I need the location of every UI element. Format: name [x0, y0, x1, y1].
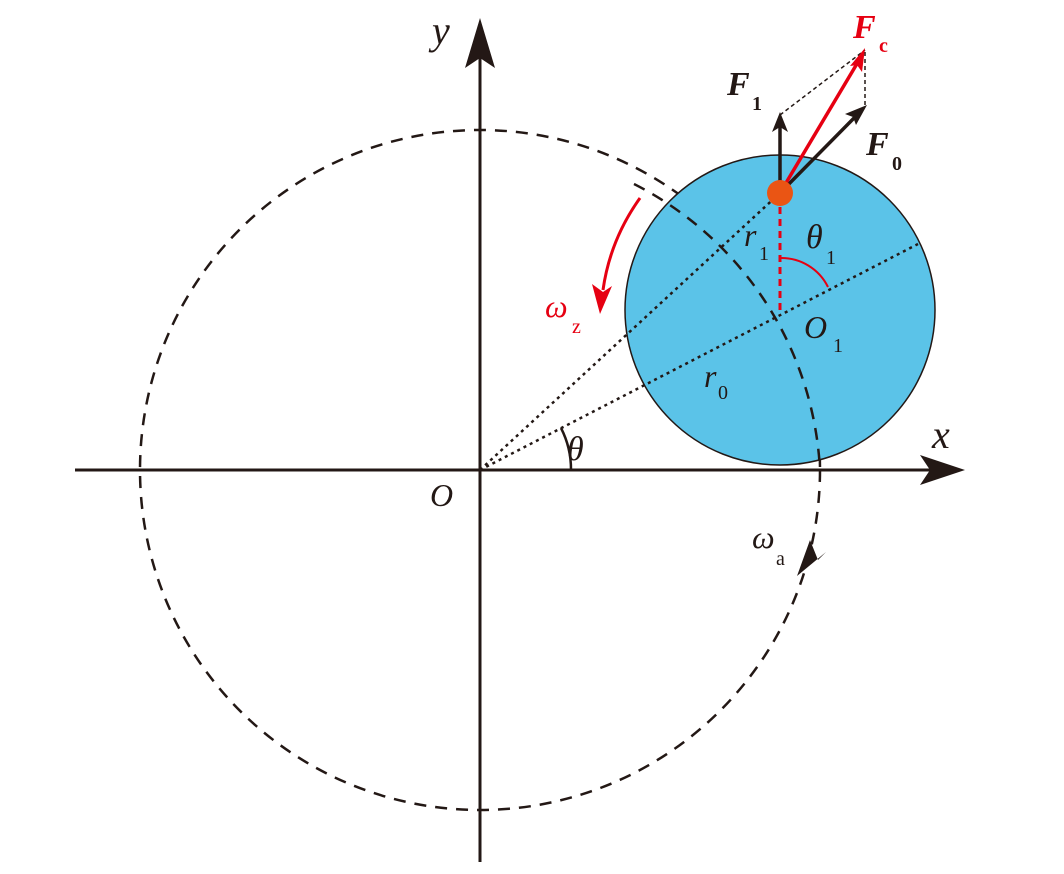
theta1-arc [779, 256, 829, 288]
line-o-to-point [479, 192, 781, 471]
f0-label: F [865, 126, 889, 163]
omega-z-arrow [601, 197, 642, 291]
f1-label: F [726, 66, 750, 103]
f0-arrowhead [845, 105, 867, 125]
fc-arrow [778, 61, 860, 194]
f1-subscript: 1 [752, 93, 762, 115]
omega-a-arrowhead [797, 540, 826, 576]
y-axis-label: y [428, 8, 450, 53]
r1-label: r [744, 217, 757, 253]
theta1-subscript: 1 [826, 247, 836, 269]
line-o-to-o1 [479, 242, 919, 472]
fc-label: F [852, 9, 876, 46]
origin-label: O [430, 477, 453, 513]
x-axis-arrowhead [920, 455, 965, 485]
f0-subscript: 0 [892, 153, 902, 175]
orbit-arc-over-disk [633, 182, 822, 471]
y-axis-arrowhead [465, 18, 495, 68]
r1-subscript: 1 [759, 243, 769, 265]
f1-arrowhead [772, 112, 788, 132]
theta1-label: θ [806, 219, 823, 256]
fc-arrowhead [850, 48, 865, 72]
o1-label: O [804, 309, 827, 345]
mass-point [767, 180, 793, 206]
f0-arrow [778, 112, 860, 195]
fc-subscript: c [879, 35, 888, 57]
omega-z-arrowhead [592, 284, 612, 314]
r0-label: r [704, 358, 717, 394]
omega-a-subscript: a [776, 548, 785, 570]
r0-subscript: 0 [718, 382, 728, 404]
theta-arc [559, 427, 573, 471]
omega-z-label: ω [545, 288, 568, 324]
omega-z-subscript: z [572, 316, 581, 338]
omega-a-label: ω [752, 519, 775, 555]
o1-subscript: 1 [833, 335, 843, 357]
theta-label: θ [567, 431, 584, 468]
x-axis-label: x [931, 412, 950, 457]
f1-to-fc-dashed [779, 49, 866, 116]
